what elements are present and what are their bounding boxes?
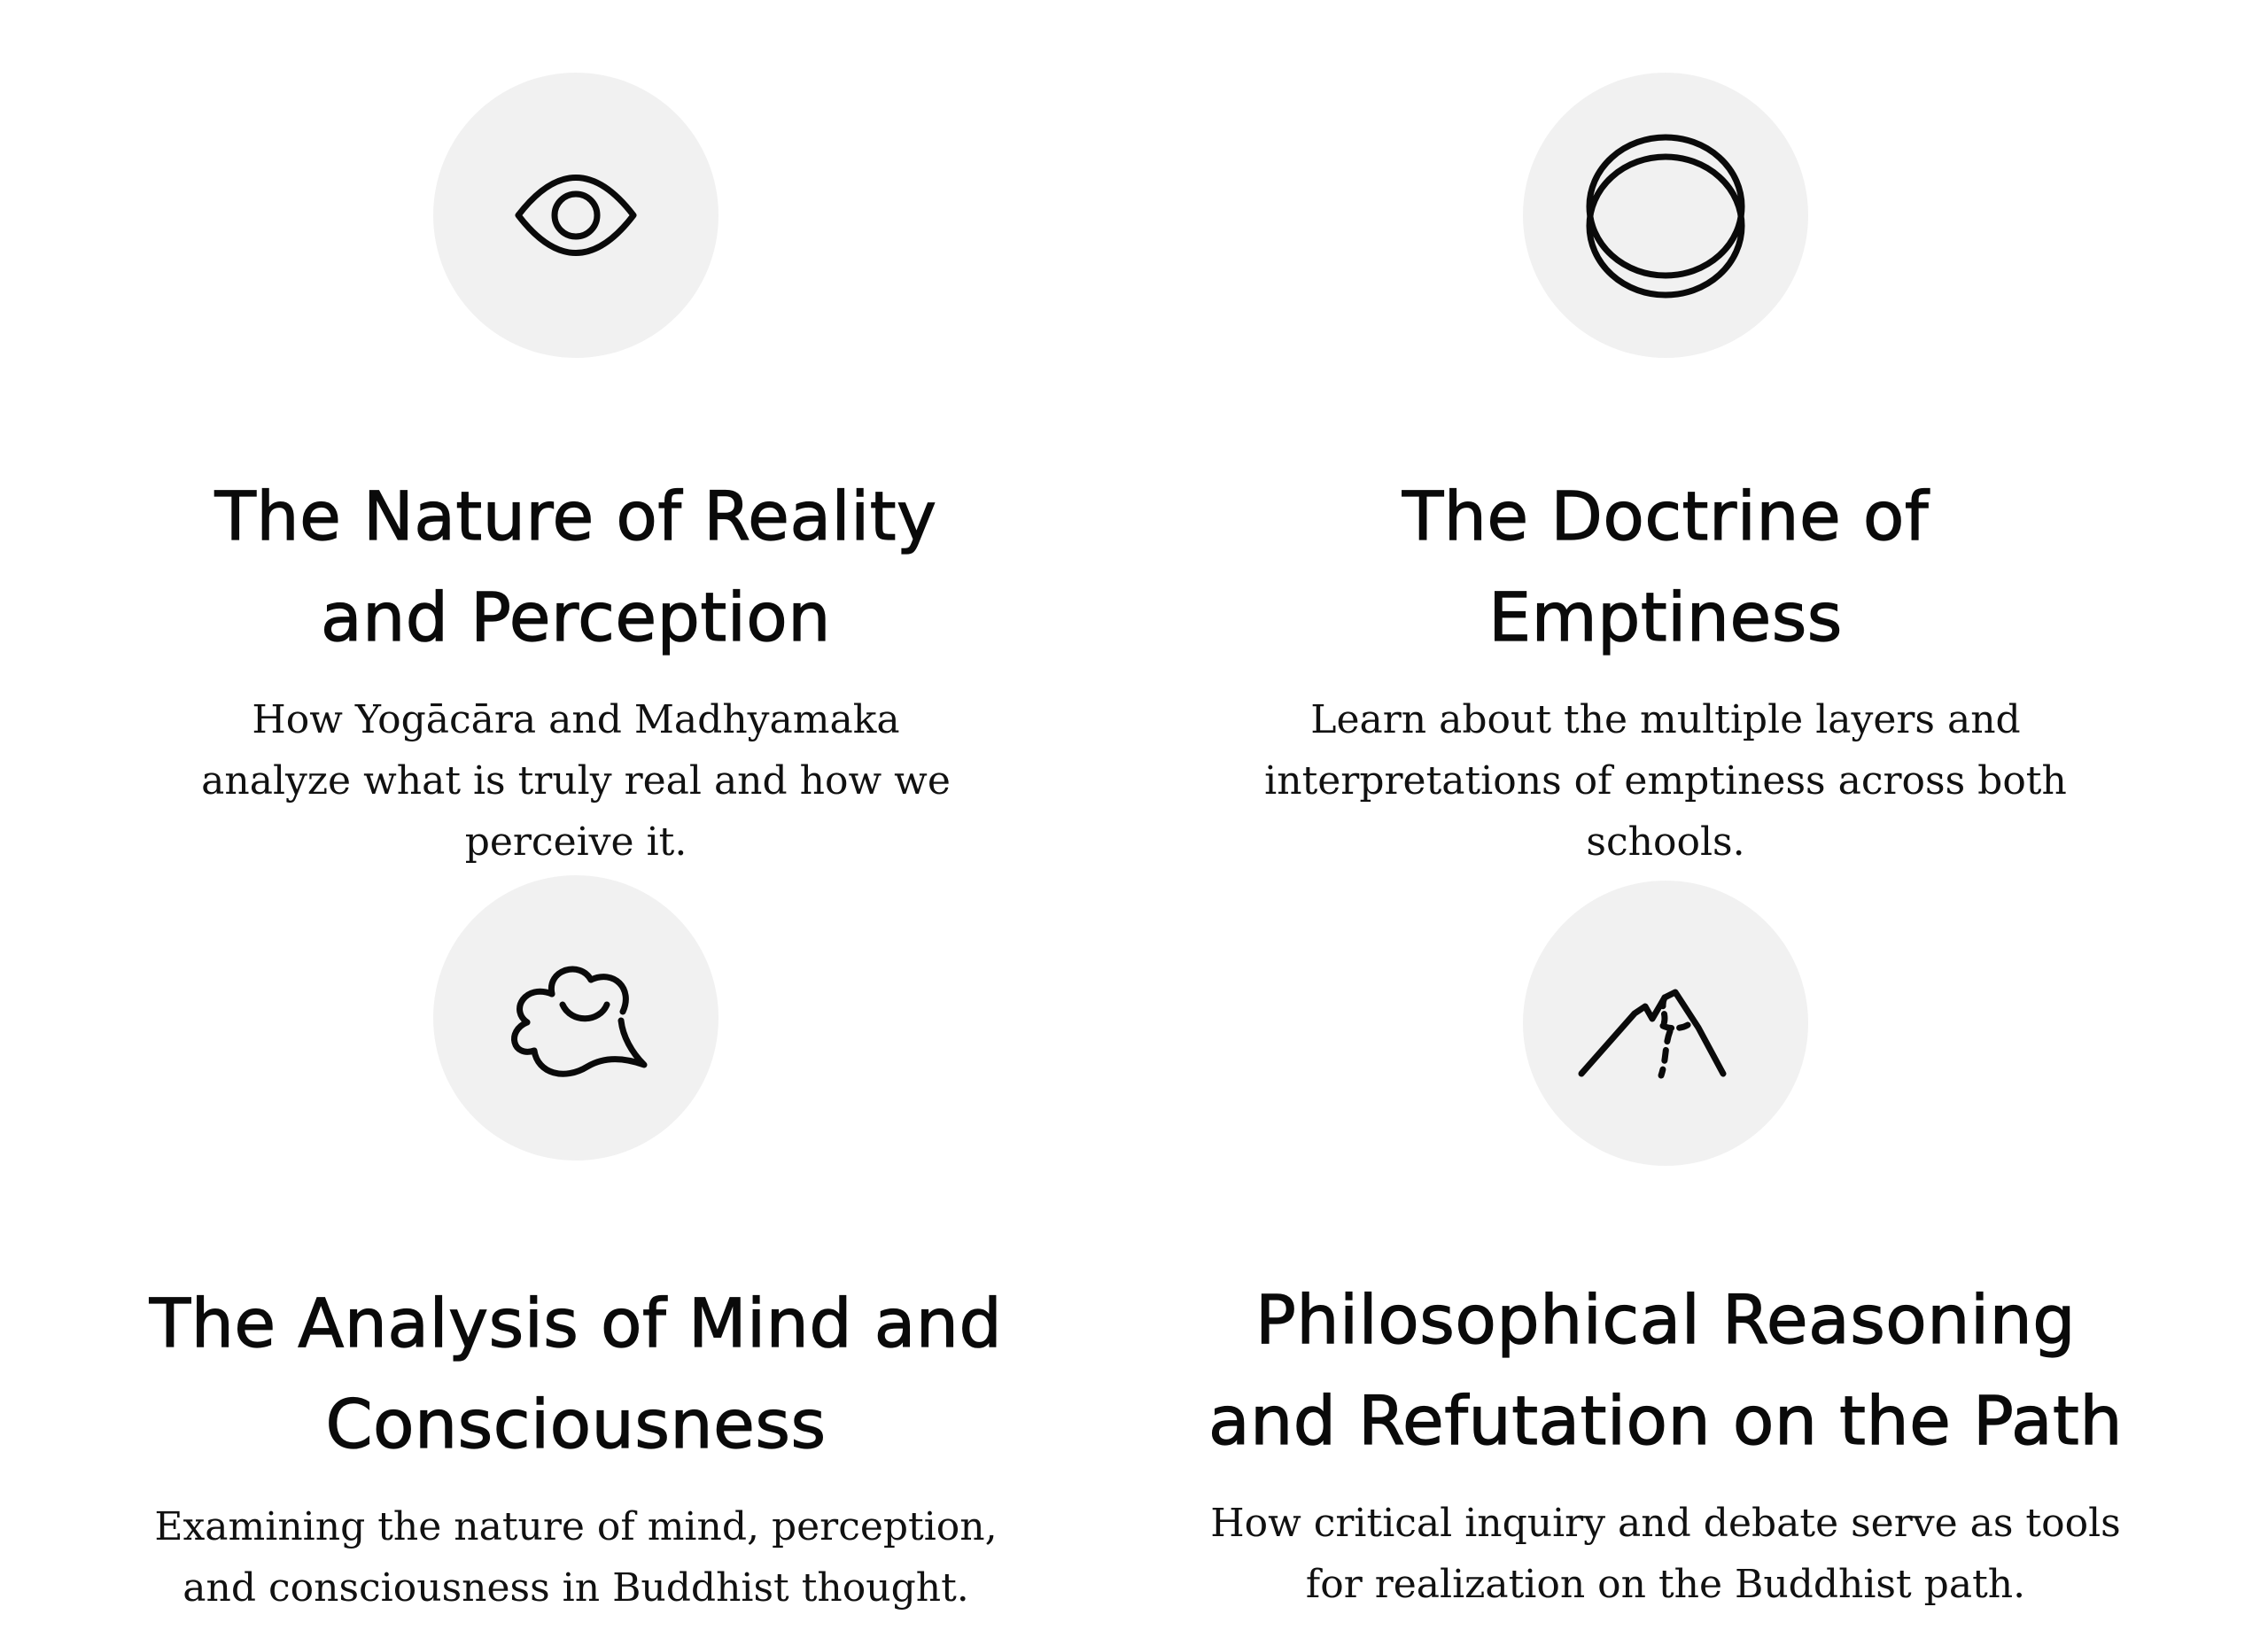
- thought-cloud-icon: [511, 966, 648, 1077]
- icon-circle: [433, 875, 718, 1161]
- card-description: Learn about the multiple layers and inte…: [1264, 697, 2067, 865]
- overlapping-circles-icon: [1586, 134, 1745, 299]
- card-description: Examining the nature of mind, perception…: [154, 1504, 998, 1611]
- card-description: How critical inquiry and debate serve as…: [1210, 1501, 2121, 1607]
- feature-card-emptiness: The Doctrine of Emptiness Learn about th…: [1116, 73, 2215, 873]
- feature-card-mind-consciousness: The Analysis of Mind and Consciousness E…: [27, 875, 1125, 1619]
- card-title: The Analysis of Mind and Consciousness: [149, 1283, 1003, 1463]
- icon-circle: [433, 73, 718, 358]
- card-description: How Yogācāra and Madhyamaka analyze what…: [201, 697, 951, 865]
- icon-circle: [1523, 73, 1808, 358]
- card-title: Philosophical Reasoning and Refutation o…: [1208, 1279, 2123, 1460]
- card-title: The Nature of Reality and Perception: [214, 476, 937, 656]
- card-title: The Doctrine of Emptiness: [1402, 476, 1930, 656]
- eye-icon: [515, 175, 637, 256]
- feature-card-reality-perception: The Nature of Reality and Perception How…: [27, 73, 1125, 873]
- icon-circle: [1523, 881, 1808, 1166]
- mountain-path-icon: [1578, 989, 1727, 1079]
- feature-card-reasoning-refutation: Philosophical Reasoning and Refutation o…: [1116, 881, 2215, 1615]
